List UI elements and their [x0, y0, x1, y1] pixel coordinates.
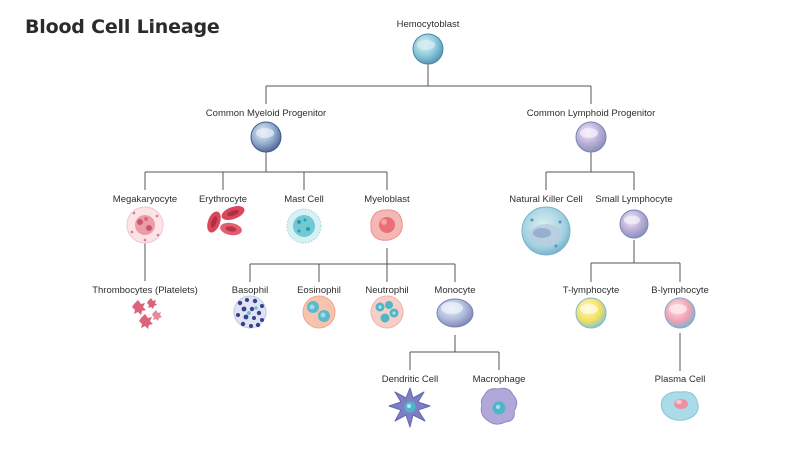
label-natural-killer-cell: Natural Killer Cell: [509, 194, 582, 205]
label-common-lymphoid-progenitor: Common Lymphoid Progenitor: [527, 108, 656, 119]
connector-lines: [144, 64, 681, 371]
basophil-icon: [233, 295, 267, 329]
label-t-lymphocyte: T-lymphocyte: [563, 285, 620, 296]
natural-killer-cell-icon: [521, 206, 571, 256]
neutrophil-icon: [370, 295, 404, 329]
plasma-cell-icon: [660, 391, 699, 421]
small-lymphocyte-icon: [619, 209, 649, 239]
mast-cell-icon: [286, 208, 322, 244]
monocyte-icon: [436, 298, 474, 328]
dendritic-cell-icon: [388, 387, 431, 428]
common-lymphoid-progenitor-icon: [575, 121, 607, 153]
label-basophil: Basophil: [232, 285, 268, 296]
thrombocytes-icon: [132, 298, 162, 329]
b-lymphocyte-icon: [664, 297, 696, 329]
label-monocyte: Monocyte: [434, 285, 475, 296]
label-small-lymphocyte: Small Lymphocyte: [595, 194, 672, 205]
label-macrophage: Macrophage: [473, 374, 526, 385]
label-myeloblast: Myeloblast: [364, 194, 410, 205]
macrophage-icon: [480, 387, 518, 425]
label-mast-cell: Mast Cell: [284, 194, 324, 205]
label-common-myeloid-progenitor: Common Myeloid Progenitor: [206, 108, 326, 119]
label-neutrophil: Neutrophil: [365, 285, 408, 296]
common-myeloid-progenitor-icon: [250, 121, 282, 153]
label-eosinophil: Eosinophil: [297, 285, 341, 296]
label-erythrocyte: Erythrocyte: [199, 194, 247, 205]
erythrocyte-icon: [207, 206, 245, 236]
label-hemocytoblast: Hemocytoblast: [397, 19, 460, 30]
megakaryocyte-icon: [126, 206, 164, 244]
hemocytoblast-icon: [412, 33, 444, 65]
label-megakaryocyte: Megakaryocyte: [113, 194, 177, 205]
label-plasma-cell: Plasma Cell: [655, 374, 706, 385]
myeloblast-icon: [370, 209, 403, 241]
t-lymphocyte-icon: [575, 297, 607, 329]
label-b-lymphocyte: B-lymphocyte: [651, 285, 709, 296]
node-labels: Hemocytoblast Common Myeloid Progenitor …: [92, 19, 709, 385]
label-dendritic-cell: Dendritic Cell: [382, 374, 439, 385]
page-title: Blood Cell Lineage: [25, 16, 220, 38]
eosinophil-icon: [302, 295, 336, 329]
label-thrombocytes: Thrombocytes (Platelets): [92, 285, 198, 296]
